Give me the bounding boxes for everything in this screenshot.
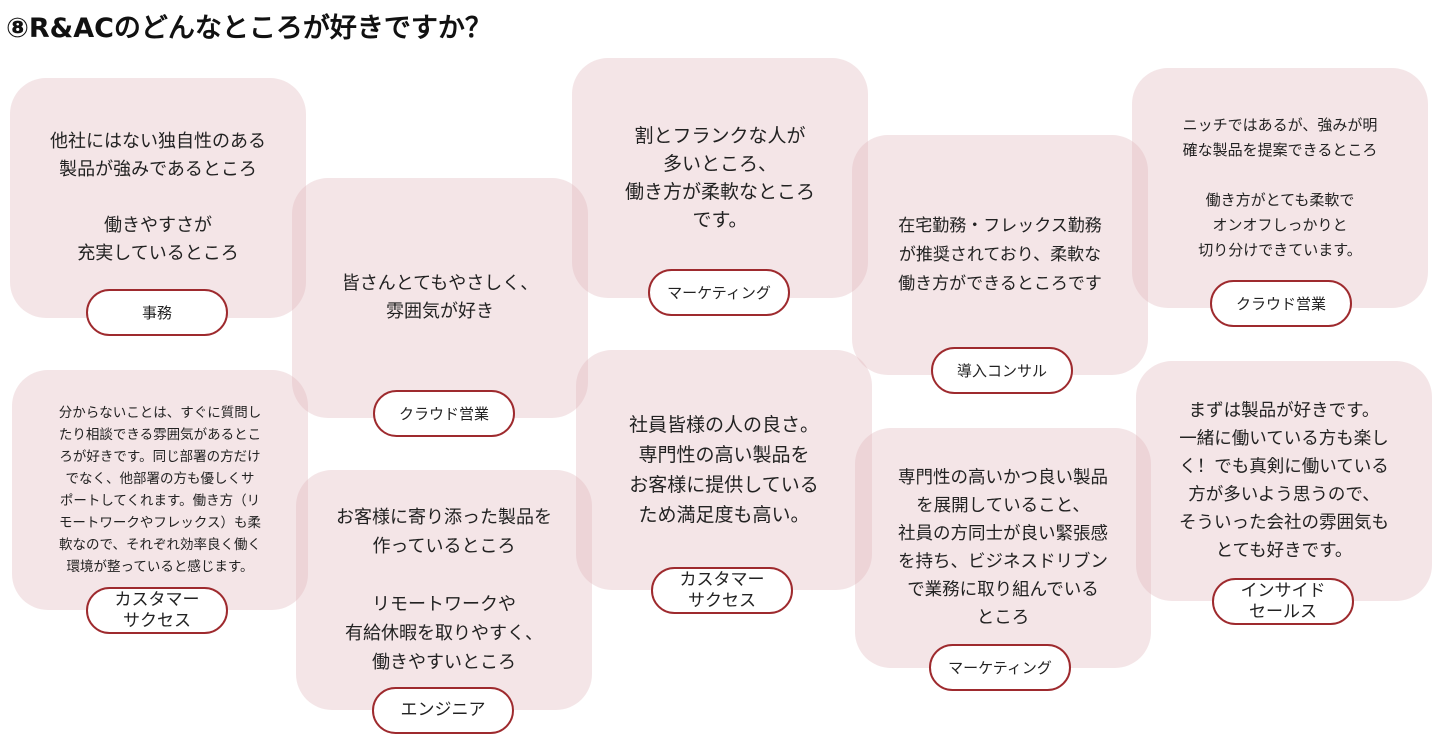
- comment-text: 社員皆様の人の良さ。 専門性の高い製品を お客様に提供している ため満足度も高い…: [628, 414, 819, 526]
- comment-card: 皆さんとてもやさしく、 雰囲気が好き: [292, 178, 588, 418]
- comment-card: 他社にはない独自性のある 製品が強みであるところ 働きやすさが 充実しているとこ…: [10, 78, 306, 318]
- comment-text: まずは製品が好きです。 一緒に働いている方も楽し く！でも真剣に働いている 方が…: [1179, 401, 1389, 561]
- comment-card: 分からないことは、すぐに質問し たり相談できる雰囲気があるとこ ろが好きです。同…: [12, 370, 308, 610]
- role-badge: クラウド営業: [1210, 280, 1352, 327]
- role-badge: 導入コンサル: [931, 347, 1073, 394]
- comment-card: まずは製品が好きです。 一緒に働いている方も楽し く！でも真剣に働いている 方が…: [1136, 361, 1432, 601]
- page-title: ⑧R&ACのどんなところが好きですか？: [6, 13, 492, 44]
- role-badge: エンジニア: [372, 687, 514, 734]
- comment-text: ニッチではあるが、強みが明 確な製品を提案できるところ 働き方がとても柔軟で オ…: [1182, 116, 1378, 259]
- role-badge: マーケティング: [648, 269, 790, 316]
- comment-text: 専門性の高いかつ良い製品 を展開していること、 社員の方同士が良い緊張感 を持ち…: [898, 468, 1108, 628]
- comment-text: 分からないことは、すぐに質問し たり相談できる雰囲気があるとこ ろが好きです。同…: [58, 405, 262, 575]
- comment-text: 在宅勤務・フレックス勤務 が推奨されており、柔軟な 働き方ができるところです: [898, 215, 1102, 294]
- role-badge: カスタマー サクセス: [86, 587, 228, 634]
- comment-card: 割とフランクな人が 多いところ、 働き方が柔軟なところ です。: [572, 58, 868, 298]
- role-badge: インサイド セールス: [1212, 578, 1354, 625]
- comment-text: 他社にはない独自性のある 製品が強みであるところ 働きやすさが 充実しているとこ…: [50, 131, 266, 264]
- comment-card: お客様に寄り添った製品を 作っているところ リモートワークや 有給休暇を取りやす…: [296, 470, 592, 710]
- comment-text: お客様に寄り添った製品を 作っているところ リモートワークや 有給休暇を取りやす…: [336, 507, 552, 673]
- comment-card: 在宅勤務・フレックス勤務 が推奨されており、柔軟な 働き方ができるところです: [852, 135, 1148, 375]
- role-badge: 事務: [86, 289, 228, 336]
- comment-text: 割とフランクな人が 多いところ、 働き方が柔軟なところ です。: [624, 125, 815, 231]
- comment-text: 皆さんとてもやさしく、 雰囲気が好き: [341, 273, 539, 322]
- comment-card: 専門性の高いかつ良い製品 を展開していること、 社員の方同士が良い緊張感 を持ち…: [855, 428, 1151, 668]
- role-badge: クラウド営業: [373, 390, 515, 437]
- role-badge: カスタマー サクセス: [651, 567, 793, 614]
- comment-card: ニッチではあるが、強みが明 確な製品を提案できるところ 働き方がとても柔軟で オ…: [1132, 68, 1428, 308]
- role-badge: マーケティング: [929, 644, 1071, 691]
- comment-card: 社員皆様の人の良さ。 専門性の高い製品を お客様に提供している ため満足度も高い…: [576, 350, 872, 590]
